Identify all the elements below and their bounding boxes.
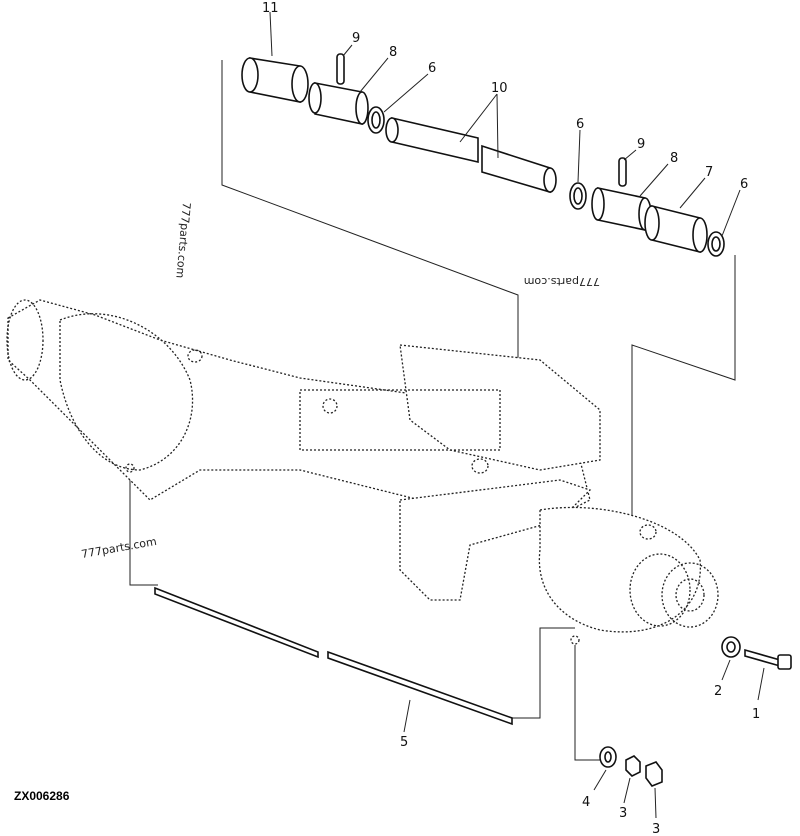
callout-5: 5 [400,735,408,750]
part-8-gear-left [308,82,369,125]
part-5-tie-rod [154,586,513,733]
part-1-bolt [744,648,792,701]
part-11-bushing [241,57,309,103]
diagram-code: ZX006286 [14,789,70,803]
axle-housing-outline [6,299,719,645]
callout-6-left: 6 [428,61,436,76]
part-9-pin-right [618,157,627,187]
part-9-pin-left [336,53,345,85]
callout-4: 4 [582,795,590,810]
part-7-bushing [644,204,708,254]
callout-8-left: 8 [389,45,397,60]
callout-leaders-upper [269,11,741,237]
callout-1: 1 [752,707,760,722]
callout-2: 2 [714,684,722,699]
part-6-snap-ring-left [367,106,385,134]
callout-labels: 11 9 8 6 10 6 9 8 7 6 5 2 1 4 3 3 [262,1,760,836]
part-6-snap-ring-right [707,231,725,257]
callout-3-a: 3 [619,806,627,821]
part-3-nut-b [645,761,663,819]
callout-10: 10 [491,81,508,96]
part-3-nut-a [623,755,641,804]
callout-6-mid: 6 [576,117,584,132]
part-6-snap-ring-mid [569,182,587,210]
watermark-1: 777parts.com [173,202,193,279]
callout-9-left: 9 [352,31,360,46]
callout-7: 7 [705,165,713,180]
callout-8-right: 8 [670,151,678,166]
part-4-washer [593,746,617,791]
part-2-washer [721,636,741,681]
callout-9-right: 9 [637,137,645,152]
watermark-2: 777parts.com [524,275,600,288]
watermark-3: 777parts.com [80,535,157,561]
callout-6-right: 6 [740,177,748,192]
part-10-shafts [385,116,557,194]
callout-3-b: 3 [652,822,660,836]
callout-11: 11 [262,1,279,16]
